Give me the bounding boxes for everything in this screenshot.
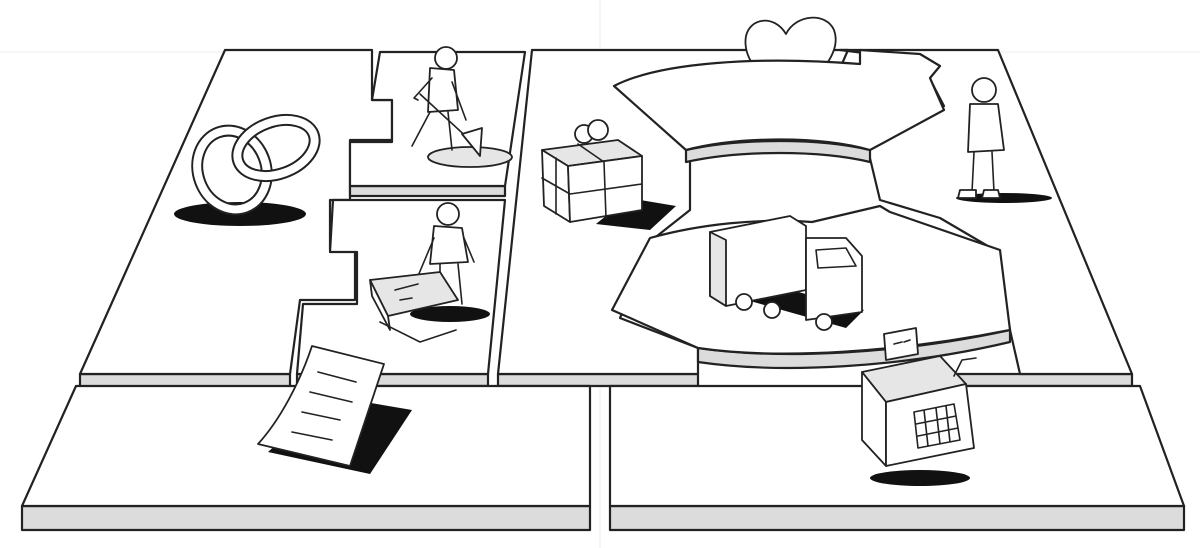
block-key-activities — [348, 46, 527, 198]
standing-person-icon — [956, 77, 1052, 203]
digging-person-icon — [411, 46, 513, 168]
bill-document-icon — [257, 345, 412, 474]
block-key-partners — [78, 48, 394, 390]
block-customer-relationships — [612, 48, 946, 164]
block-cost-structure — [20, 345, 592, 532]
cash-register-icon — [861, 327, 977, 486]
block-customer-segments — [838, 48, 1134, 388]
gift-box-icon — [541, 119, 676, 230]
person-with-block-icon — [369, 202, 490, 343]
delivery-truck-icon — [709, 215, 864, 331]
linked-rings-icon — [174, 113, 321, 226]
block-revenue-streams — [608, 327, 1186, 532]
block-channels — [610, 204, 1012, 370]
